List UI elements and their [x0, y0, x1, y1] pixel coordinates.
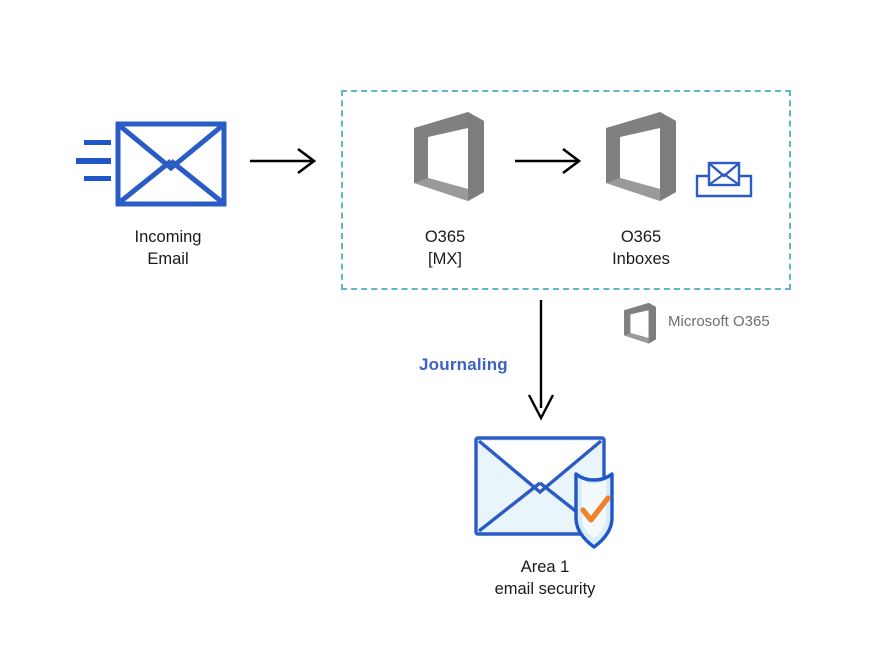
o365-inboxes-label: O365 Inboxes	[612, 228, 670, 268]
node-o365-mx	[406, 110, 492, 202]
shield-icon	[574, 472, 614, 549]
journaling-label: Journaling	[419, 355, 508, 374]
edge-inboxes-to-area1	[520, 300, 565, 425]
edge-incoming-to-mx	[250, 145, 322, 177]
o365-mx-label: O365 [MX]	[424, 228, 466, 268]
office-365-icon	[624, 302, 656, 344]
o365-boundary-box	[341, 90, 791, 290]
office-365-icon	[414, 112, 484, 201]
legend-microsoft-o365	[620, 302, 660, 344]
arrow-down-icon	[527, 300, 555, 421]
envelope-diagonal-right	[169, 159, 224, 204]
node-area1	[468, 430, 638, 550]
legend-label: Microsoft O365	[668, 313, 770, 330]
arrow-right-icon	[515, 147, 582, 175]
edge-mx-to-inboxes	[515, 145, 587, 177]
arrow-right-icon	[250, 147, 317, 175]
node-incoming-email	[70, 118, 230, 213]
envelope-diagonal-left	[118, 159, 173, 204]
envelope-flap	[118, 124, 224, 172]
office-365-icon	[606, 112, 676, 201]
inbox-tray-glyph	[695, 161, 753, 198]
area1-label: Area 1 email security	[494, 558, 596, 598]
node-o365-inboxes	[598, 110, 684, 202]
check-icon	[580, 495, 611, 523]
incoming-email-label: Incoming Email	[134, 228, 202, 268]
speed-line-middle	[76, 158, 111, 164]
inbox-tray-icon	[694, 158, 754, 200]
email-shield-icon	[474, 436, 614, 549]
speed-line-bottom	[84, 176, 111, 181]
envelope-icon	[76, 121, 227, 207]
speed-line-top	[84, 140, 111, 145]
